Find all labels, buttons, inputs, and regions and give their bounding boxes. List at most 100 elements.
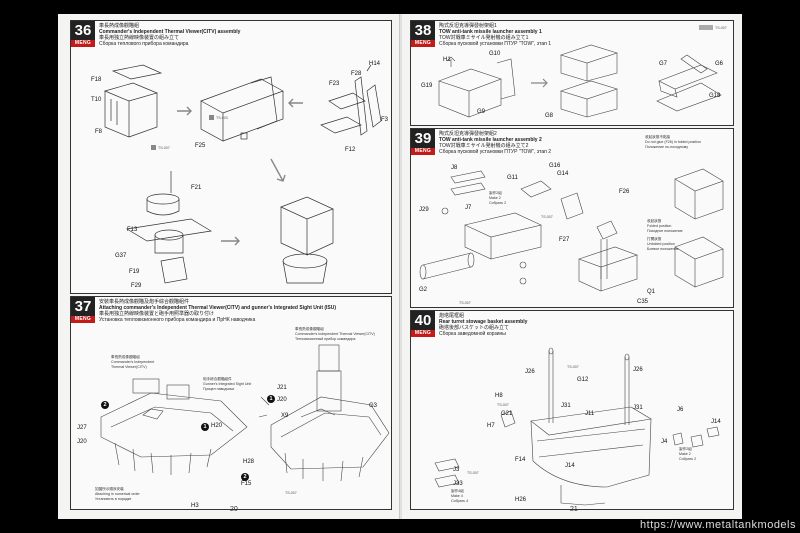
part-label: J31	[561, 403, 571, 409]
note-en2: Тепловизионный прибор командира	[295, 337, 356, 341]
note-en2: Собрать 2	[489, 201, 507, 205]
part-label: F13	[127, 227, 138, 233]
step-title-ru: Установка тепловизионного прибора команд…	[99, 317, 256, 323]
part-label: J29	[419, 207, 429, 213]
note-cn: 收起狀態	[647, 219, 662, 223]
brand-label: MENG	[411, 148, 435, 155]
paint-code: TS-007	[158, 146, 170, 150]
right-page: 38 MENG 陶式反坦克導彈發射架組1 TOW anti-tank missi…	[402, 14, 742, 519]
step-37-drawing	[100, 344, 390, 482]
note-cn: 製作4組	[451, 489, 464, 493]
note-en: Make 2	[489, 196, 501, 200]
part-label: G11	[507, 175, 518, 181]
step-order-1-icon: 1	[201, 423, 209, 431]
part-label: F14	[515, 457, 526, 463]
step-title-cn: 炮塔尾框組	[439, 313, 465, 319]
paint-swatch	[151, 145, 156, 150]
part-label: G19	[421, 83, 433, 89]
step-title-ru: Сборка пусковой установки ПТУР "TOW", эт…	[439, 149, 552, 155]
step-title-cn: 陶式反坦克導彈發射架組1	[439, 23, 497, 29]
part-label: J33	[453, 481, 463, 487]
part-label: G7	[659, 61, 668, 67]
part-label: J26	[525, 369, 535, 375]
page-number: 20	[230, 506, 238, 513]
part-label: G16	[549, 163, 561, 169]
part-label: C35	[637, 299, 649, 305]
step-39-panel: 39 MENG 陶式反坦克導彈發射架組2 TOW anti-tank missi…	[410, 128, 734, 308]
part-label: H14	[369, 61, 381, 67]
step-38-panel: 38 MENG 陶式反坦克導彈發射架組1 TOW anti-tank missi…	[410, 20, 734, 126]
watermark: https://www.metaltankmodels	[640, 519, 796, 531]
note-en2: Походное положение	[647, 229, 683, 233]
note-en: Do not glue (F26) in folded position	[645, 140, 701, 144]
step-39-drawing	[419, 168, 724, 292]
part-label: J14	[565, 463, 575, 469]
brand-label: MENG	[411, 40, 435, 47]
part-label: F25	[195, 143, 206, 149]
part-label: J14	[711, 419, 721, 425]
part-label: H28	[243, 459, 255, 465]
part-label: J3	[453, 467, 460, 473]
part-label: G10	[489, 51, 501, 57]
note-en: Gunner's Integrated Sight Unit	[203, 382, 252, 386]
step-number: 37	[71, 297, 95, 316]
part-label: F3	[381, 117, 389, 123]
note-en2: Thermal Viewer(CITV)	[111, 365, 147, 369]
part-label: F27	[559, 237, 570, 243]
brand-label: MENG	[71, 40, 95, 47]
part-label: F19	[129, 269, 140, 275]
step-title-cn: 車長熱成像觀瞄組	[99, 23, 140, 29]
part-label: G6	[715, 61, 724, 67]
part-label: H1	[443, 57, 451, 63]
note-cn: 車長熱成像觀瞄組	[111, 355, 140, 359]
note-cn: 製作2組	[679, 447, 692, 451]
part-label: F21	[191, 185, 202, 191]
part-label: J20	[277, 397, 287, 403]
step-36-panel: 36 MENG 車長熱成像觀瞄組 Commander's Independent…	[70, 20, 392, 294]
part-label: G8	[545, 113, 554, 119]
part-label: G14	[557, 171, 569, 177]
part-label: X9	[281, 413, 289, 419]
step-title-jp: TOW対戦車ミサイル発射機の組み立て1	[439, 35, 529, 41]
note-en: Commander's Independent Thermal Viewer(C…	[295, 332, 375, 336]
paint-swatch	[699, 25, 713, 30]
part-label: H7	[487, 423, 495, 429]
note-cn: 打開狀態	[647, 237, 662, 241]
step-title-cn: 陶式反坦克導彈發射架組2	[439, 131, 497, 137]
paint-code: TS-007	[567, 365, 579, 369]
part-label: G2	[419, 287, 428, 293]
note-cn: 如圖所示順序安裝	[95, 487, 124, 491]
note-en: Commander's Independent	[111, 360, 155, 364]
part-label: J27	[77, 425, 87, 431]
note-en: Folded position	[647, 224, 672, 228]
part-label: J21	[277, 385, 287, 391]
step-title-ru: Сборка пусковой установки ПТУР "TOW", эт…	[439, 41, 552, 47]
step-title-en: Commander's Independent Thermal Viewer(C…	[99, 29, 241, 35]
note-en2: Установить в порядке	[95, 497, 132, 501]
part-label: T10	[91, 97, 102, 103]
paint-code: TS-007	[715, 26, 727, 30]
note-en2: Собрать 2	[679, 457, 697, 461]
step-36-drawing	[103, 64, 382, 284]
part-label: H8	[495, 393, 503, 399]
part-label: G12	[577, 377, 589, 383]
part-label: J7	[465, 205, 472, 211]
step-number: 40	[411, 311, 435, 330]
note-cn: 製作2組	[489, 191, 502, 195]
part-label: G21	[501, 411, 513, 417]
part-label: G18	[709, 93, 721, 99]
note-en2: Положение по-походному	[645, 145, 689, 149]
brand-label: MENG	[71, 316, 95, 323]
paint-code: TS-007	[467, 471, 479, 475]
step-order-2-icon: 2	[101, 401, 109, 409]
part-label: J31	[633, 405, 643, 411]
paint-code: TS-007	[285, 491, 297, 495]
part-label: J11	[585, 411, 595, 417]
part-label: H3	[191, 503, 199, 509]
left-page: 36 MENG 車長熱成像觀瞄組 Commander's Independent…	[58, 14, 400, 519]
note-en: Attaching in numerical order	[95, 492, 140, 496]
paint-code: TS-007	[459, 301, 471, 305]
part-label: G37	[115, 253, 127, 259]
step-order-2-icon: 2	[241, 473, 249, 481]
part-label: Q1	[647, 289, 656, 295]
